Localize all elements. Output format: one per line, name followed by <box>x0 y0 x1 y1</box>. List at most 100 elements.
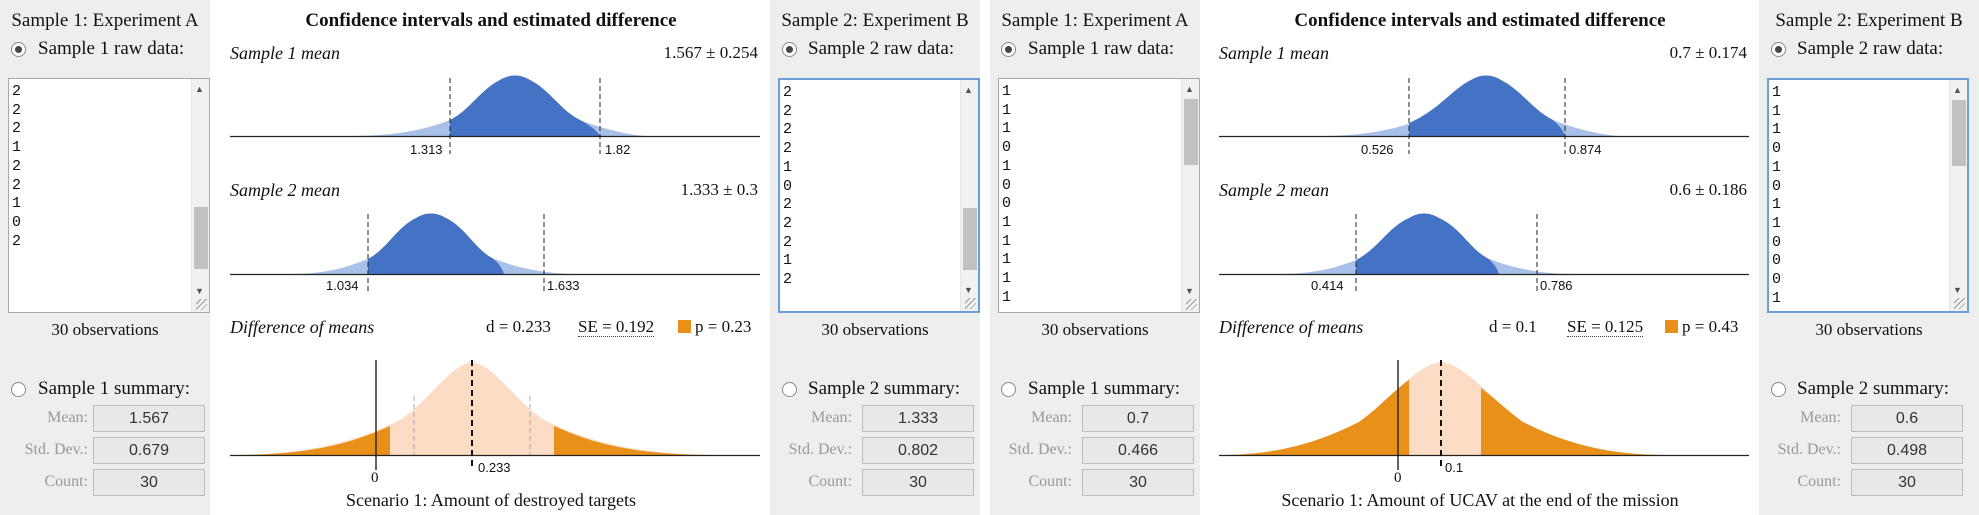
scroll-down-icon[interactable]: ▼ <box>964 285 973 295</box>
mean-label: Mean: <box>811 409 852 426</box>
sample1-sidebar: Sample 1: Experiment A Sample 1 raw data… <box>990 0 1200 515</box>
sample1-sd-field[interactable]: 0.679 <box>93 437 205 464</box>
resize-grip-icon[interactable] <box>1954 298 1965 309</box>
sample1-title: Sample 1: Experiment A <box>1001 10 1189 31</box>
zero-tick: 0 <box>1394 470 1402 486</box>
center-title: Confidence intervals and estimated diffe… <box>1294 10 1666 31</box>
sample1-raw-values: 2 2 2 1 2 2 1 0 2 <box>12 83 22 250</box>
difference-se: SE = 0.125 <box>1567 317 1644 337</box>
sample2-summary-label: Sample 2 summary: <box>808 378 960 399</box>
mean-label: Mean: <box>1800 409 1841 426</box>
difference-p: p = 0.23 <box>678 317 751 337</box>
ci-curve-fill <box>450 75 600 136</box>
diff-tick: 0.233 <box>478 460 511 475</box>
sample2-raw-values: 1 1 1 0 1 0 1 1 0 0 0 1 <box>1772 84 1782 307</box>
scroll-up-icon[interactable]: ▲ <box>1953 85 1962 95</box>
sample1-sd-field[interactable]: 0.466 <box>1082 437 1194 464</box>
sample1-observations: 30 observations <box>51 320 159 339</box>
zero-tick: 0 <box>371 470 379 486</box>
sample2-mean-label: Sample 2 mean <box>1219 180 1329 200</box>
p-tail-left <box>230 426 390 455</box>
scroll-down-icon[interactable]: ▼ <box>1185 286 1194 296</box>
ci-curve-fill <box>1356 213 1499 274</box>
sample1-count-field[interactable]: 30 <box>93 469 205 496</box>
sample2-ci-chart <box>1219 213 1749 292</box>
sample2-sd-field[interactable]: 0.802 <box>862 437 974 464</box>
mean-label: Mean: <box>1031 409 1072 426</box>
sample2-raw-textarea[interactable]: 1 1 1 0 1 0 1 1 0 0 0 1 ▲ ▼ <box>1767 78 1969 313</box>
sample2-raw-radio[interactable] <box>782 42 797 57</box>
sample1-mean-label: Sample 1 mean <box>230 43 340 63</box>
s2-ci-high-tick: 1.633 <box>547 278 580 293</box>
scroll-thumb[interactable] <box>1952 100 1966 166</box>
sample2-raw-values: 2 2 2 2 1 0 2 2 2 1 2 <box>783 84 793 289</box>
sample1-ci-chart <box>230 75 760 154</box>
scroll-up-icon[interactable]: ▲ <box>195 84 204 94</box>
sample2-summary-radio[interactable] <box>782 382 797 397</box>
sample1-scrollbar[interactable]: ▲ ▼ <box>1181 79 1199 312</box>
difference-d: d = 0.1 <box>1489 317 1537 336</box>
sample1-scrollbar[interactable]: ▲ ▼ <box>191 79 209 312</box>
count-label: Count: <box>44 473 88 490</box>
sample1-summary-radio[interactable] <box>11 382 26 397</box>
scroll-down-icon[interactable]: ▼ <box>1953 285 1962 295</box>
sample2-raw-radio[interactable] <box>1771 42 1786 57</box>
sample1-mean-field[interactable]: 0.7 <box>1082 405 1194 432</box>
sample2-count-field[interactable]: 30 <box>1851 469 1963 496</box>
ci-curve-fill <box>1409 75 1565 136</box>
scroll-thumb[interactable] <box>194 207 208 269</box>
sample1-raw-textarea[interactable]: 1 1 1 0 1 0 0 1 1 1 1 1 ▲ ▼ <box>998 78 1200 313</box>
chart-caption: Scenario 1: Amount of UCAV at the end of… <box>1281 490 1679 510</box>
ci-curve-fill <box>368 213 504 274</box>
resize-grip-icon[interactable] <box>1186 299 1197 310</box>
scroll-up-icon[interactable]: ▲ <box>964 85 973 95</box>
diff-curve <box>230 362 720 455</box>
sample2-summary-radio[interactable] <box>1771 382 1786 397</box>
sample2-scrollbar[interactable]: ▲ ▼ <box>960 80 978 311</box>
sample1-summary-radio[interactable] <box>1001 382 1016 397</box>
sample1-count-field[interactable]: 30 <box>1082 469 1194 496</box>
s2-ci-high-tick: 0.786 <box>1540 278 1573 293</box>
sample2-title: Sample 2: Experiment B <box>1775 10 1963 31</box>
sample2-title: Sample 2: Experiment B <box>781 10 969 31</box>
sample1-ci-chart <box>1219 75 1749 154</box>
sample2-raw-textarea[interactable]: 2 2 2 2 1 0 2 2 2 1 2 ▲ ▼ <box>778 78 980 313</box>
sample1-mean-value: 0.7 ± 0.174 <box>1669 43 1747 62</box>
se-value[interactable]: SE = 0.192 <box>578 317 655 337</box>
difference-se: SE = 0.192 <box>578 317 655 337</box>
sample1-raw-textarea[interactable]: 2 2 2 1 2 2 1 0 2 ▲ ▼ <box>8 78 210 313</box>
sd-label: Std. Dev.: <box>788 441 852 458</box>
sample1-sidebar: Sample 1: Experiment A Sample 1 raw data… <box>0 0 210 515</box>
sample2-count-field[interactable]: 30 <box>862 469 974 496</box>
sample2-scrollbar[interactable]: ▲ ▼ <box>1949 80 1967 311</box>
sample2-raw-label: Sample 2 raw data: <box>808 38 955 59</box>
mean-label: Mean: <box>47 409 88 426</box>
p-tail-right <box>554 426 720 455</box>
sample1-raw-radio[interactable] <box>11 42 26 57</box>
p-value: p = 0.23 <box>695 317 752 336</box>
sample2-raw-label: Sample 2 raw data: <box>1797 38 1944 59</box>
sample1-raw-radio[interactable] <box>1001 42 1016 57</box>
p-tail-right <box>1481 388 1669 455</box>
difference-p: p = 0.43 <box>1665 317 1738 337</box>
scroll-thumb[interactable] <box>963 208 977 270</box>
se-value[interactable]: SE = 0.125 <box>1567 317 1644 337</box>
difference-label: Difference of means <box>1219 317 1364 337</box>
sample2-summary-label: Sample 2 summary: <box>1797 378 1949 399</box>
scroll-thumb[interactable] <box>1184 99 1198 165</box>
sample2-observations: 30 observations <box>1815 320 1923 339</box>
scroll-up-icon[interactable]: ▲ <box>1185 84 1194 94</box>
sample2-sd-field[interactable]: 0.498 <box>1851 437 1963 464</box>
sample1-summary-label: Sample 1 summary: <box>1028 378 1180 399</box>
scroll-down-icon[interactable]: ▼ <box>195 286 204 296</box>
sample1-mean-field[interactable]: 1.567 <box>93 405 205 432</box>
sample2-mean-field[interactable]: 1.333 <box>862 405 974 432</box>
resize-grip-icon[interactable] <box>196 299 207 310</box>
p-tail-left <box>1219 380 1409 455</box>
difference-d: d = 0.233 <box>486 317 551 336</box>
s2-ci-low-tick: 1.034 <box>326 278 359 293</box>
chart-caption: Scenario 1: Amount of destroyed targets <box>345 490 637 510</box>
sample2-mean-field[interactable]: 0.6 <box>1851 405 1963 432</box>
sample2-sidebar: Sample 2: Experiment B Sample 2 raw data… <box>1759 0 1979 515</box>
resize-grip-icon[interactable] <box>965 298 976 309</box>
